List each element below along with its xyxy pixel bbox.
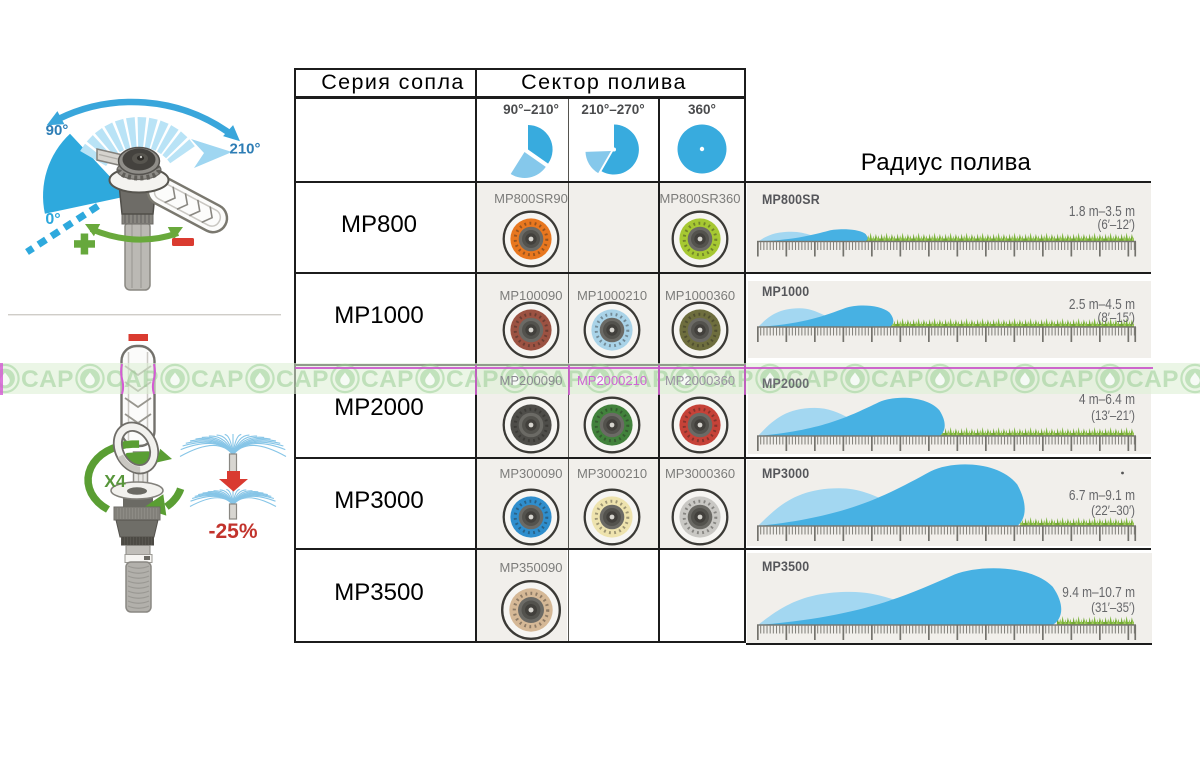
svg-text:X4: X4 <box>104 471 126 491</box>
svg-text:0°: 0° <box>45 211 60 228</box>
svg-text:-25%: -25% <box>208 520 257 543</box>
svg-text:210°: 210° <box>229 141 260 158</box>
svg-text:90°: 90° <box>46 122 69 139</box>
